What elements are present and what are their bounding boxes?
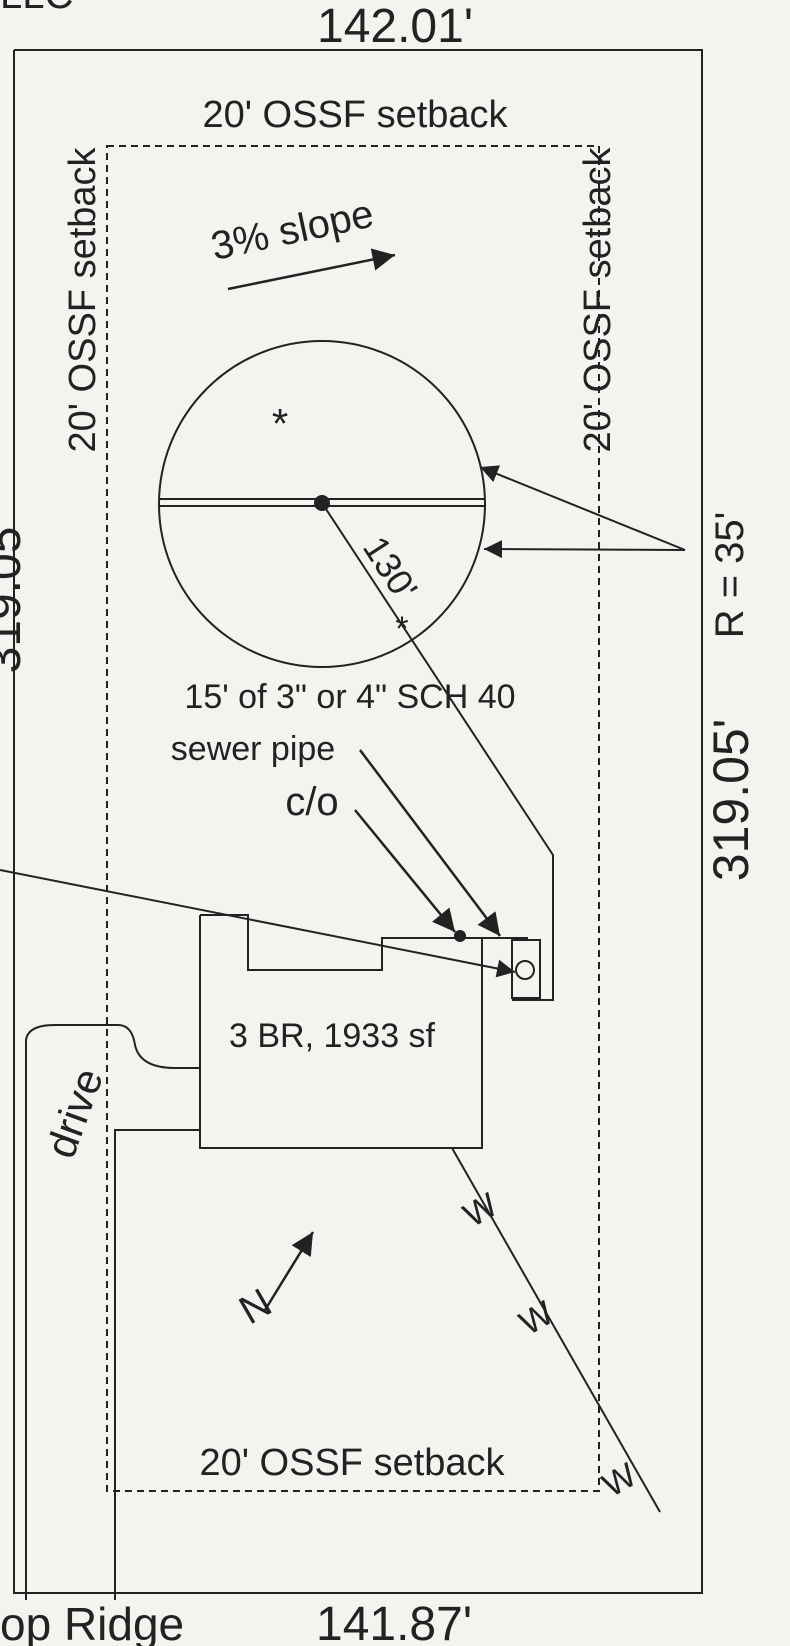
top-left-partial-label: LLC	[0, 0, 73, 17]
cleanout-label: c/o	[285, 780, 338, 824]
pipe-label-line1: 15' of 3" or 4" SCH 40	[184, 678, 515, 716]
water-mark-3: W	[596, 1456, 643, 1505]
cleanout-arrow	[354, 809, 456, 933]
cleanout-dot	[454, 930, 466, 942]
property-boundary	[13, 49, 703, 1594]
house-label: 3 BR, 1933 sf	[229, 1017, 436, 1055]
setback-left-label: 20' OSSF setback	[62, 146, 104, 452]
bottom-dimension-label: 141.87'	[316, 1598, 472, 1646]
pipe-arrow	[359, 749, 501, 937]
tank-arrow-line	[0, 869, 516, 978]
slope-label: 3% slope	[207, 192, 377, 269]
road-label: op Ridge	[0, 1598, 184, 1646]
radius-arrow-lower	[483, 540, 686, 559]
pipe-label-line2: sewer pipe	[171, 730, 335, 768]
setback-right-label: 20' OSSF setback	[577, 146, 619, 452]
driveway-outline	[25, 1024, 200, 1600]
distance-line	[321, 502, 554, 1001]
north-label: N	[232, 1280, 279, 1333]
setback-top-label: 20' OSSF setback	[202, 94, 508, 136]
water-mark-2: W	[513, 1294, 560, 1343]
top-dimension-label: 142.01'	[317, 0, 473, 53]
left-dimension-label: 319.05	[0, 527, 31, 674]
right-dimension-label: 319.05'	[703, 719, 759, 881]
radius-label: R = 35'	[708, 512, 752, 639]
north-arrow	[263, 1231, 315, 1311]
driveway-inner	[114, 1129, 200, 1600]
radius-arrow-upper	[479, 465, 686, 551]
spray-area-circle	[158, 340, 486, 668]
house-outline	[199, 914, 483, 1149]
asterisk-mark: *	[272, 400, 288, 447]
distance-asterisk: *	[395, 610, 408, 648]
tank-circle	[515, 960, 535, 980]
drive-label: drive	[37, 1062, 112, 1164]
ossf-setback-line	[106, 145, 600, 1492]
water-line	[451, 1147, 661, 1513]
setback-bottom-label: 20' OSSF setback	[199, 1442, 505, 1484]
slope-arrow	[227, 248, 396, 291]
